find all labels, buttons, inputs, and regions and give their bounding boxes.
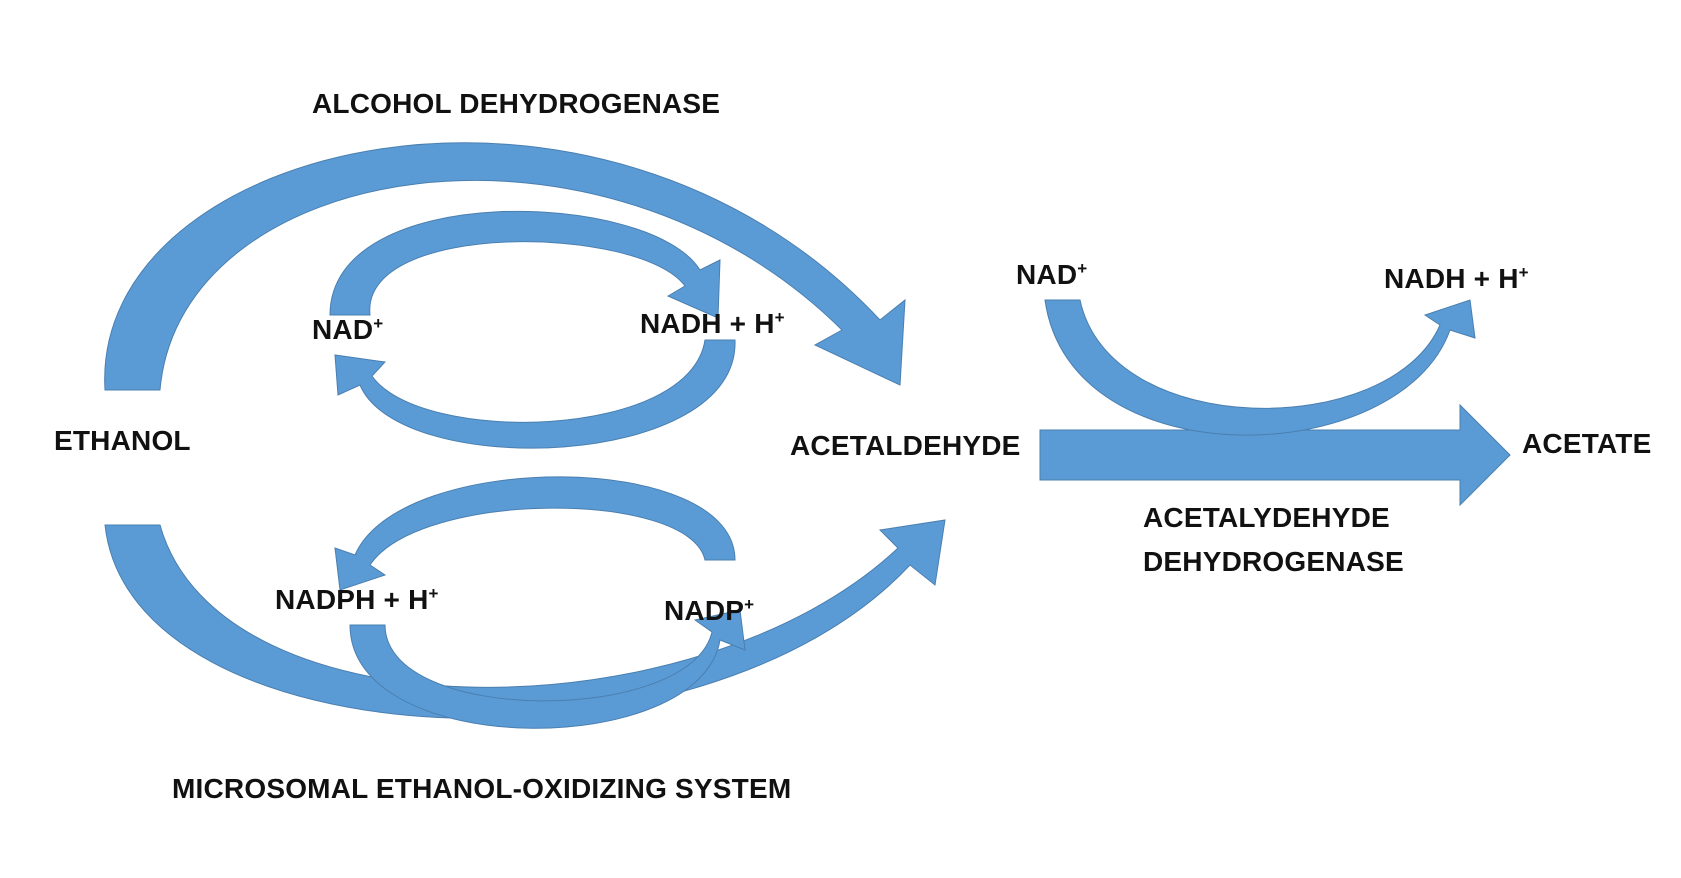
acetate-label: ACETATE xyxy=(1522,428,1652,459)
adh-nad-charge: + xyxy=(373,314,384,333)
adh-cofactor-bottom-arrow xyxy=(334,339,736,449)
adh-nad-text: NAD xyxy=(312,314,374,345)
aldh-nad-text: NAD xyxy=(1016,259,1078,290)
adh-cofactor-top-arrow xyxy=(329,210,721,319)
acetaldehyde-label: ACETALDEHYDE xyxy=(790,430,1021,461)
adh-nadh-label: NADH + H+ xyxy=(640,308,785,340)
aldh-nadh-charge: + xyxy=(1518,263,1529,282)
adh-nad-label: NAD+ xyxy=(312,314,383,346)
meos-nadp-text: NADP xyxy=(664,595,745,626)
meos-label: MICROSOMAL ETHANOL-OXIDIZING SYSTEM xyxy=(172,773,792,804)
meos-nadph-text: NADPH + H xyxy=(275,584,429,615)
meos-nadp-charge: + xyxy=(744,595,755,614)
adh-nadh-text: NADH + H xyxy=(640,308,775,339)
alcohol-dehydrogenase-label: ALCOHOL DEHYDROGENASE xyxy=(312,88,721,119)
meos-cofactor-bottom-arrow xyxy=(349,609,746,729)
meos-cofactor-top-arrow xyxy=(334,476,736,591)
aldh-nad-label: NAD+ xyxy=(1016,259,1087,291)
adh-nadh-charge: + xyxy=(774,308,785,327)
aldh-nadh-text: NADH + H xyxy=(1384,263,1519,294)
meos-nadp-label: NADP+ xyxy=(664,595,754,627)
meos-nadph-label: NADPH + H+ xyxy=(275,584,439,616)
aldh-nad-charge: + xyxy=(1077,259,1088,278)
ethanol-label: ETHANOL xyxy=(54,425,191,456)
aldh-label-line1: ACETALYDEHYDE xyxy=(1143,502,1390,533)
meos-nadph-charge: + xyxy=(428,584,439,603)
aldh-cofactor-arrow xyxy=(1044,299,1476,436)
aldh-main-arrow xyxy=(1039,403,1511,507)
meos-main-arrow xyxy=(104,519,946,719)
aldh-nadh-label: NADH + H+ xyxy=(1384,263,1529,295)
aldh-label-line2: DEHYDROGENASE xyxy=(1143,546,1404,577)
adh-main-arrow xyxy=(104,142,906,391)
